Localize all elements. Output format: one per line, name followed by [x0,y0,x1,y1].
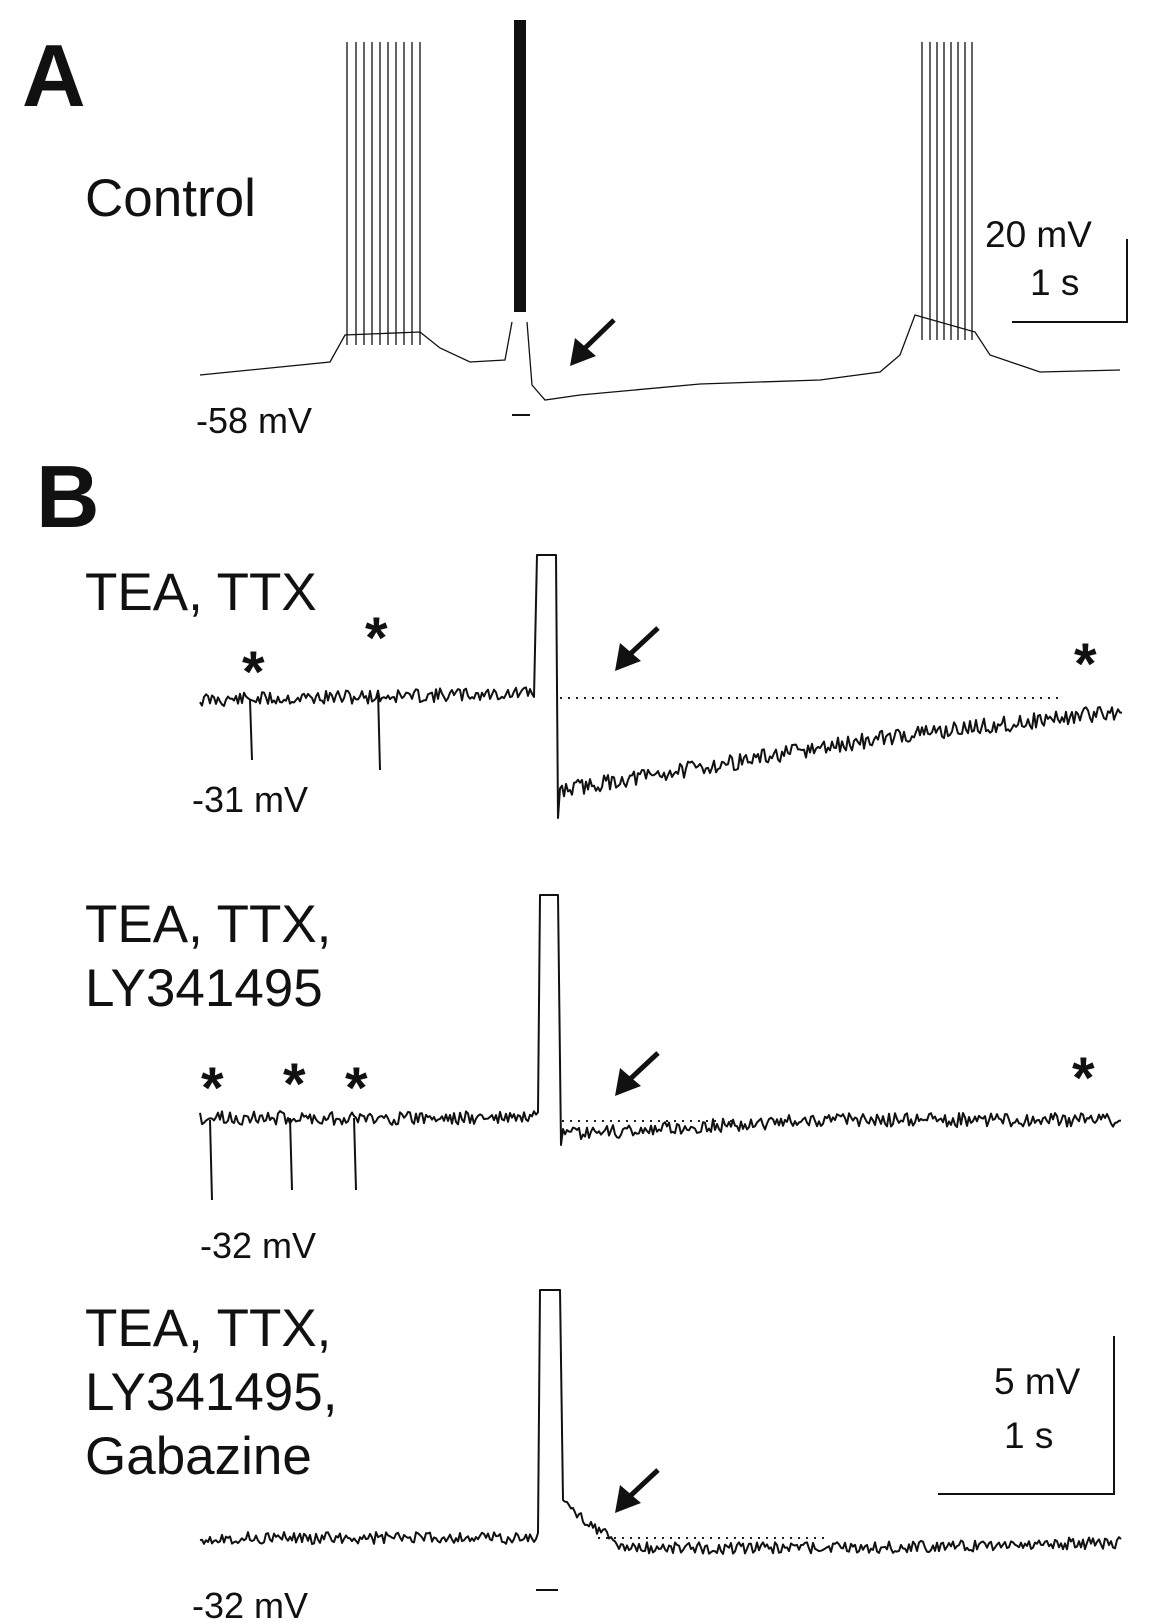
asterisk-b2-3: * [345,1056,368,1121]
stimulus-spike-burst [514,20,526,312]
baseline-label-b2: -32 mV [200,1225,316,1266]
trace-control [199,20,1121,401]
condition-b3-line2: LY341495, [85,1363,337,1422]
condition-b3-line1: TEA, TTX, [85,1299,331,1358]
asterisk-b2-2: * [283,1052,306,1117]
asterisk-b1-1: * [242,640,265,705]
panel-a-letter: A [22,26,86,125]
trace-b1 [199,554,1123,819]
panel-a-condition: Control [85,169,256,228]
asterisk-b2-4: * [1072,1046,1095,1111]
arrow-a [570,318,616,366]
scale-b-time: 1 s [1004,1415,1053,1456]
arrow-b3 [615,1468,660,1513]
asterisk-b1-2: * [365,606,388,671]
condition-b2-line2: LY341495 [85,959,323,1018]
baseline-label-b1: -31 mV [192,779,308,820]
arrow-b2 [615,1051,660,1096]
panel-b-letter: B [36,447,100,546]
trace-b3 [199,1289,1122,1555]
scale-a-voltage: 20 mV [985,214,1092,255]
scale-b-voltage: 5 mV [994,1361,1081,1402]
asterisk-b2-1: * [201,1056,224,1121]
asterisk-b1-3: * [1074,632,1097,697]
condition-b2-line1: TEA, TTX, [85,895,331,954]
trace-b2 [199,894,1122,1201]
baseline-label-b3: -32 mV [192,1585,308,1623]
panel-a-baseline-label: -58 mV [196,400,312,441]
scale-bar-a: 20 mV 1 s [985,214,1128,323]
arrow-b1 [615,626,660,671]
scale-a-time: 1 s [1030,262,1079,303]
condition-b1-line1: TEA, TTX [85,563,317,622]
scale-bar-b: 5 mV 1 s [938,1336,1115,1495]
condition-b3-line3: Gabazine [85,1427,312,1486]
